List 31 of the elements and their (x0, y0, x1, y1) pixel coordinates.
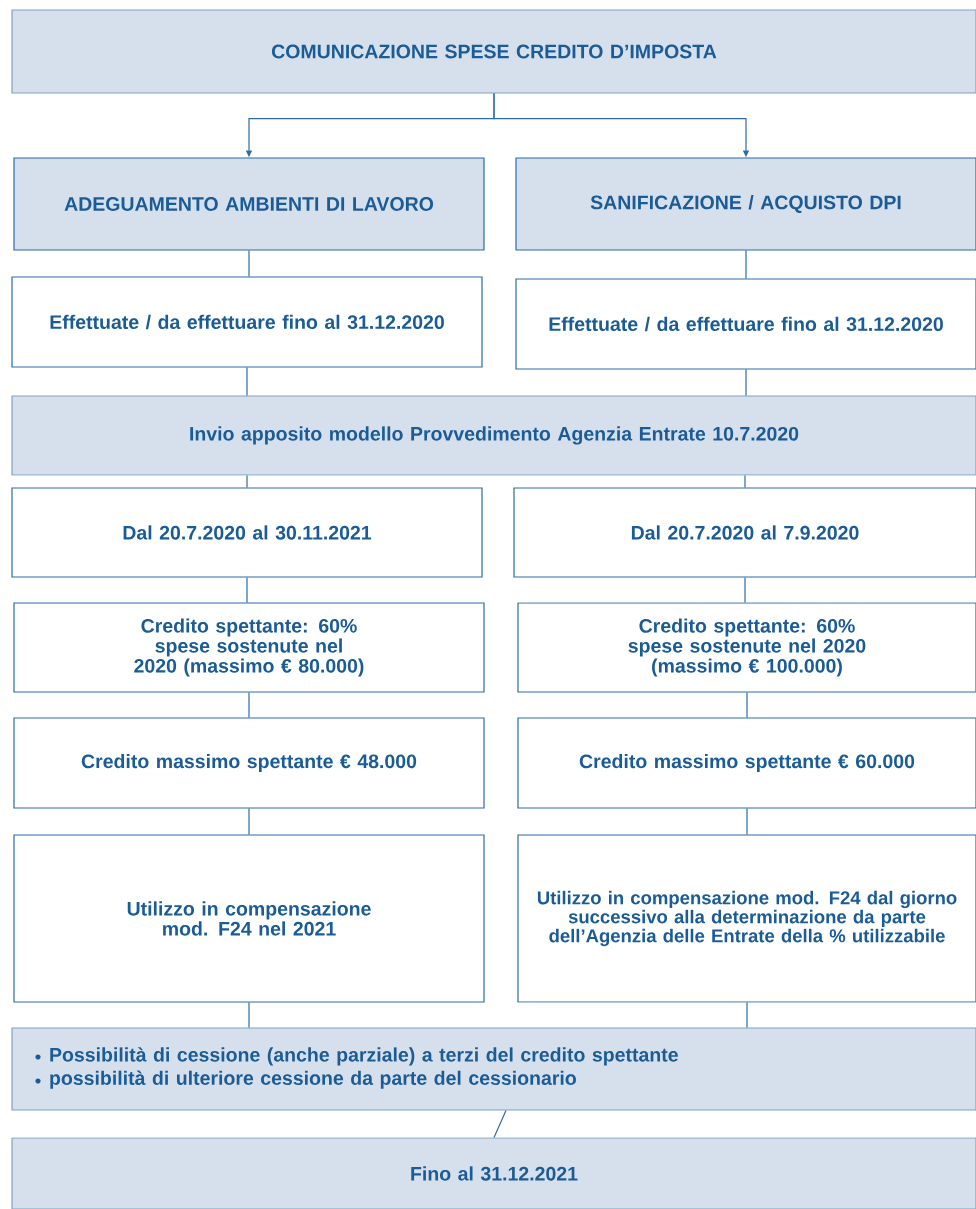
connector (746, 692, 748, 718)
connector (248, 692, 250, 718)
process-box: Credito massimo spettante € 60.000 (517, 717, 976, 809)
connector (248, 808, 250, 835)
process-box: Utilizzo in compensazione mod. F24 dal giorno successivo alla determinazione da parte dell’Agenzia delle Entrate della % utilizzabile (517, 834, 976, 1003)
category-box: ADEGUAMENTO AMBIENTI DI LAVORO (13, 157, 485, 251)
connector (744, 577, 746, 603)
process-box: Effettuate / da effettuare fino al 31.12.2020 (515, 278, 976, 370)
process-box: Credito spettante: 60% spese sostenute nel 2020 (massimo € 100.000) (517, 602, 976, 693)
category-box: SANIFICAZIONE / ACQUISTO DPI (515, 157, 976, 251)
connector (246, 475, 248, 488)
process-box: Dal 20.7.2020 al 7.9.2020 (513, 487, 976, 578)
process-box: Effettuate / da effettuare fino al 31.12.2020 (11, 276, 483, 368)
connector (745, 250, 747, 279)
connector (744, 475, 746, 488)
connector (248, 250, 250, 277)
header-box: COMUNICAZIONE SPESE CREDITO D’IMPOSTA (11, 9, 976, 94)
connector (746, 808, 748, 835)
process-box: Dal 20.7.2020 al 30.11.2021 (11, 487, 483, 578)
bullet-list: Possibilità di cessione (anche parziale) a terzi del credito spettante possibilità di ulteriore cessione da parte del cessionario (50, 1047, 678, 1089)
connector (745, 369, 747, 396)
process-box: Credito massimo spettante € 48.000 (13, 717, 485, 809)
process-box: Credito spettante: 60% spese sostenute nel 2020 (massimo € 80.000) (13, 602, 485, 693)
connector (246, 577, 248, 603)
process-box: Utilizzo in compensazione mod. F24 nel 2021 (13, 834, 485, 1003)
process-band: Fino al 31.12.2021 (11, 1137, 976, 1209)
process-band: Invio apposito modello Provvedimento Agenzia Entrate 10.7.2020 (11, 395, 976, 476)
connector (746, 1002, 748, 1028)
connector (248, 1002, 250, 1028)
connector (493, 1110, 507, 1138)
connector (246, 367, 248, 396)
